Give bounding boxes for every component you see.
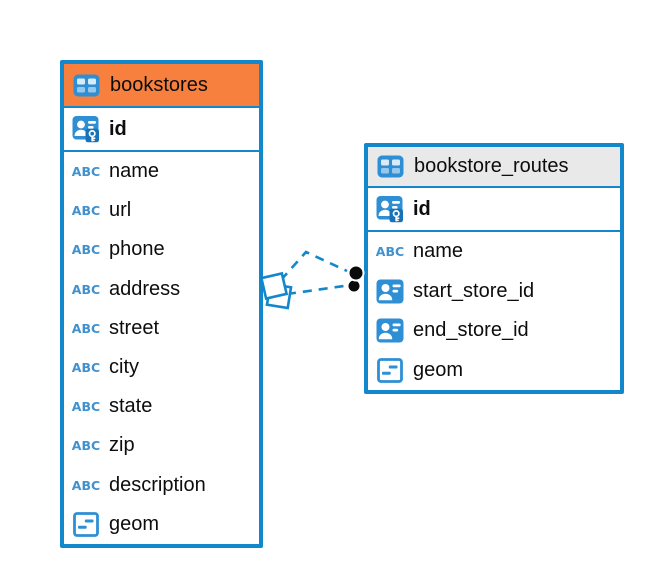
text-icon: ABC (71, 242, 101, 258)
entity-title: bookstore_routes (414, 155, 569, 177)
geometry-icon-cell (71, 511, 101, 537)
table-icon (377, 155, 403, 178)
table-icon (375, 155, 405, 178)
column-row-url[interactable]: ABC url (64, 191, 259, 230)
text-icon: ABC (71, 438, 101, 454)
text-icon-cell: ABC (71, 321, 101, 336)
column-label: id (413, 197, 431, 220)
entity-title: bookstores (110, 73, 208, 96)
connection-dot (347, 264, 365, 282)
text-icon: ABC (71, 320, 101, 336)
entity-columns: id ABC name start_store_id end_store_id … (368, 188, 620, 390)
text-icon: ABC (71, 477, 101, 493)
text-icon: ABC (71, 360, 101, 376)
relationship-line[interactable] (280, 250, 348, 281)
column-row-phone[interactable]: ABC phone (64, 230, 259, 269)
column-row-description[interactable]: ABC description (64, 466, 259, 505)
primary-key-icon (376, 196, 403, 223)
table-icon (73, 74, 99, 96)
text-icon-cell: ABC (375, 244, 405, 259)
column-label: state (109, 395, 153, 418)
column-label: street (109, 316, 160, 339)
text-icon-cell: ABC (71, 242, 101, 257)
column-label: city (109, 356, 139, 379)
geometry-icon (377, 357, 403, 383)
column-row-geom[interactable]: geom (368, 351, 620, 391)
column-label: description (109, 473, 206, 496)
column-label: name (413, 240, 464, 263)
text-icon-cell: ABC (71, 164, 101, 179)
primary-key-icon-cell (375, 195, 405, 223)
column-label: start_store_id (413, 279, 535, 302)
column-row-geom[interactable]: geom (64, 505, 259, 544)
connection-dot (346, 278, 362, 294)
text-icon-cell: ABC (71, 282, 101, 297)
column-label: geom (413, 358, 464, 381)
column-row-start_store_id[interactable]: start_store_id (368, 272, 620, 312)
reference-icon (376, 279, 404, 304)
column-row-address[interactable]: ABC address (64, 270, 259, 309)
text-icon: ABC (71, 164, 101, 180)
relationship-line[interactable] (286, 284, 345, 296)
text-icon-cell: ABC (71, 478, 101, 493)
reference-icon (376, 318, 404, 343)
column-label: address (109, 277, 181, 300)
text-icon: ABC (71, 203, 101, 219)
text-icon: ABC (375, 244, 405, 260)
column-row-end_store_id[interactable]: end_store_id (368, 311, 620, 351)
entity-header[interactable]: bookstores (64, 64, 259, 108)
geometry-icon-cell (375, 357, 405, 383)
column-row-id[interactable]: id (368, 188, 620, 232)
column-row-id[interactable]: id (64, 108, 259, 152)
column-label: phone (109, 238, 165, 261)
text-icon-cell: ABC (71, 203, 101, 218)
reference-icon-cell (375, 279, 405, 304)
column-label: end_store_id (413, 319, 529, 342)
column-label: zip (109, 434, 135, 457)
many-end-marker (265, 282, 293, 310)
text-icon-cell: ABC (71, 438, 101, 453)
entity-bookstore-routes[interactable]: bookstore_routes id ABC name start_store… (364, 143, 624, 394)
entity-columns: id ABC name ABC url ABC phone ABC addres… (64, 108, 259, 544)
column-label: name (109, 160, 160, 183)
entity-bookstores[interactable]: bookstores id ABC name ABC url ABC phone… (60, 60, 263, 548)
column-label: id (109, 117, 127, 140)
text-icon-cell: ABC (71, 399, 101, 414)
text-icon-cell: ABC (71, 360, 101, 375)
column-row-zip[interactable]: ABC zip (64, 426, 259, 465)
column-label: geom (109, 512, 160, 535)
primary-key-icon-cell (71, 115, 101, 143)
column-row-state[interactable]: ABC state (64, 387, 259, 426)
column-row-city[interactable]: ABC city (64, 348, 259, 387)
primary-key-icon (72, 116, 99, 143)
text-icon: ABC (71, 281, 101, 297)
table-icon (71, 74, 101, 97)
text-icon: ABC (71, 399, 101, 415)
column-row-name[interactable]: ABC name (368, 232, 620, 272)
reference-icon-cell (375, 318, 405, 343)
column-row-name[interactable]: ABC name (64, 152, 259, 191)
column-label: url (109, 199, 132, 222)
column-row-street[interactable]: ABC street (64, 309, 259, 348)
entity-header[interactable]: bookstore_routes (368, 147, 620, 188)
geometry-icon (73, 511, 99, 537)
